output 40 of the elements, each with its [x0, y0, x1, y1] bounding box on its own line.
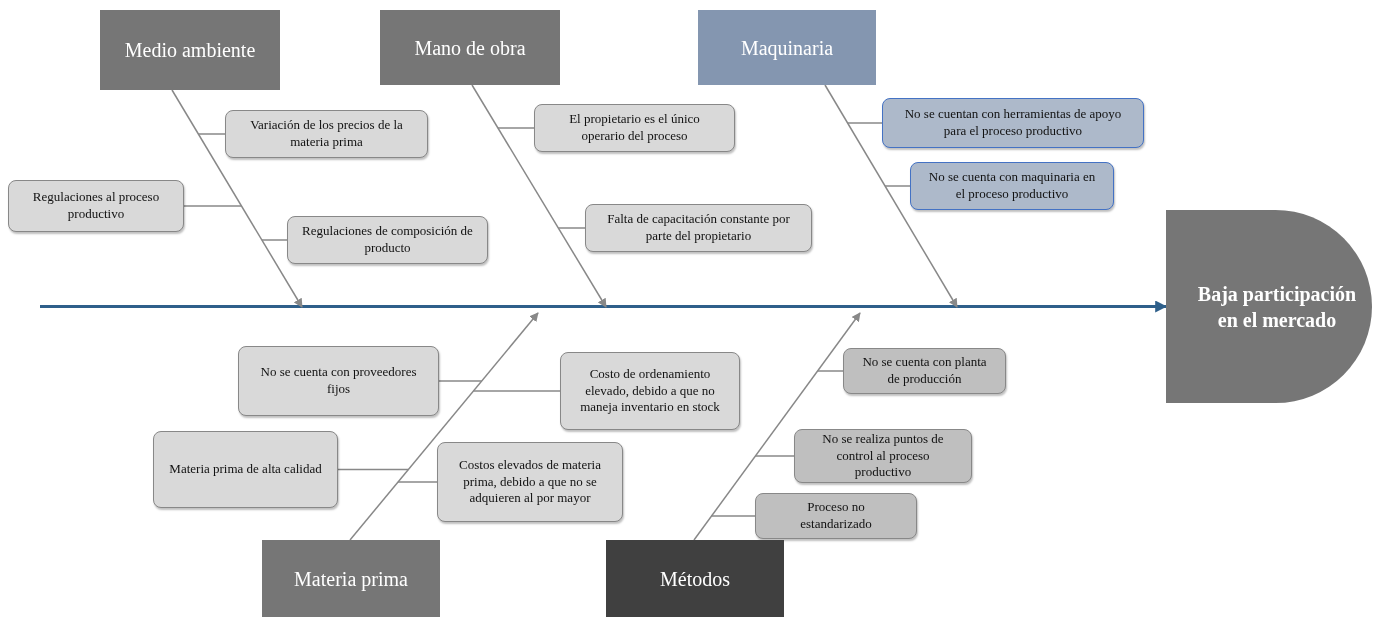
connector-line — [197, 133, 226, 135]
connector-line — [816, 370, 844, 372]
cause-box: No se cuenta con planta de producción — [843, 348, 1006, 394]
connector-line — [557, 227, 586, 229]
connector-line — [261, 239, 288, 241]
connector-line — [846, 122, 883, 124]
bone-arrow — [171, 89, 303, 308]
connector-line — [472, 390, 561, 392]
cause-box: Costos elevados de materia prima, debido a que no se adquieren al por mayor — [437, 442, 623, 522]
connector-line — [497, 127, 535, 129]
category-box: Medio ambiente — [100, 10, 280, 90]
connector-line — [884, 185, 911, 187]
bone-arrow — [824, 84, 958, 308]
connector-line — [438, 380, 483, 382]
cause-box: Regulaciones al proceso productivo — [8, 180, 184, 232]
bone-arrow — [471, 84, 607, 308]
connector-line — [710, 515, 756, 517]
cause-box: No se cuentan con herramientas de apoyo para el proceso productivo — [882, 98, 1144, 148]
category-box: Materia prima — [262, 540, 440, 617]
category-box: Mano de obra — [380, 10, 560, 85]
cause-box: Materia prima de alta calidad — [153, 431, 338, 508]
cause-box: El propietario es el único operario del proceso — [534, 104, 735, 152]
category-box: Métodos — [606, 540, 784, 617]
cause-box: Falta de capacitación constante por parte del propietario — [585, 204, 812, 252]
cause-box: Proceso no estandarizado — [755, 493, 917, 539]
effect-head-shape: Baja participación en el mercado — [1166, 210, 1372, 403]
cause-box: No se cuenta con maquinaria en el proceso productivo — [910, 162, 1114, 210]
spine-arrow — [40, 300, 1168, 313]
cause-box: No se cuenta con proveedores fijos — [238, 346, 439, 416]
connector-line — [754, 455, 795, 457]
connector-line — [183, 205, 243, 207]
cause-box: No se realiza puntos de control al proceso productivo — [794, 429, 972, 483]
cause-box: Variación de los precios de la materia prima — [225, 110, 428, 158]
bone-arrow — [693, 312, 861, 541]
connector-line — [337, 468, 410, 471]
bone-arrow — [349, 312, 539, 541]
cause-box: Costo de ordenamiento elevado, debido a que no maneja inventario en stock — [560, 352, 740, 430]
category-box: Maquinaria — [698, 10, 876, 85]
connector-line — [397, 481, 438, 483]
cause-box: Regulaciones de composición de producto — [287, 216, 488, 264]
